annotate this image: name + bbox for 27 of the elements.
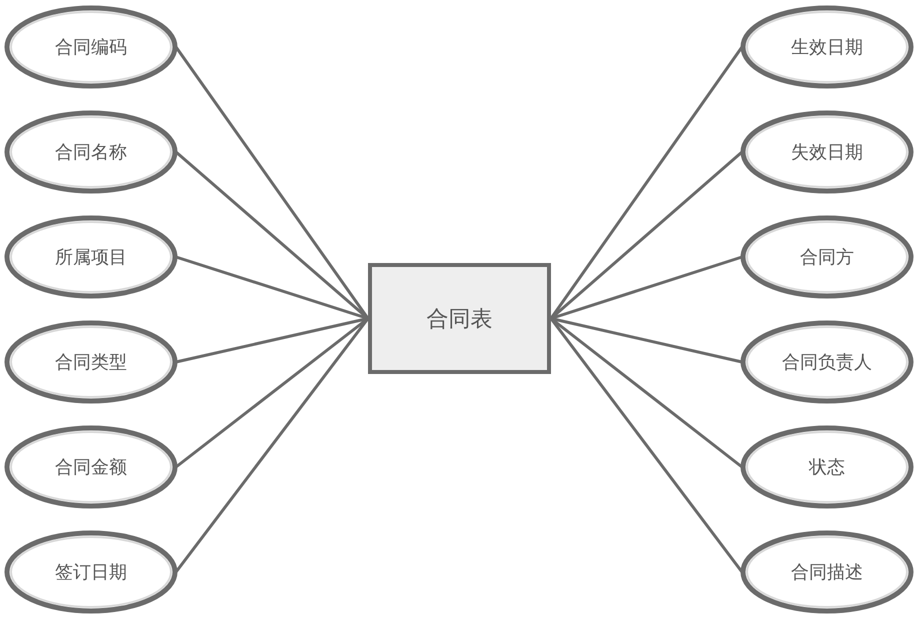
entity-box — [368, 263, 551, 374]
attribute-ellipse — [740, 530, 914, 614]
attribute-ellipse — [4, 530, 178, 614]
attribute-ellipse — [4, 425, 178, 509]
attribute-ellipse — [4, 215, 178, 299]
connector-line — [174, 318, 370, 573]
attribute-name: 状态 — [809, 456, 845, 479]
attribute-name: 所属项目 — [55, 246, 127, 269]
attribute-name: 合同描述 — [791, 561, 863, 584]
attribute-name: 合同方 — [800, 246, 854, 269]
attribute-ellipse — [4, 5, 178, 89]
attribute-name: 合同类型 — [55, 351, 127, 374]
attribute-ellipse — [4, 320, 178, 404]
attribute-name: 合同金额 — [55, 456, 127, 479]
attribute-name: 合同负责人 — [782, 351, 872, 374]
attribute-name: 合同名称 — [55, 141, 127, 164]
attribute-ellipse — [740, 215, 914, 299]
attribute-ellipse — [740, 5, 914, 89]
attribute-name: 合同编码 — [55, 36, 127, 59]
attribute-ellipse — [740, 110, 914, 194]
attribute-name: 签订日期 — [55, 561, 127, 584]
attribute-name: 失效日期 — [791, 141, 863, 164]
attribute-name: 生效日期 — [791, 36, 863, 59]
attribute-ellipse — [4, 110, 178, 194]
attribute-ellipse — [740, 425, 914, 509]
entity-name: 合同表 — [426, 306, 492, 334]
attribute-ellipse — [740, 320, 914, 404]
